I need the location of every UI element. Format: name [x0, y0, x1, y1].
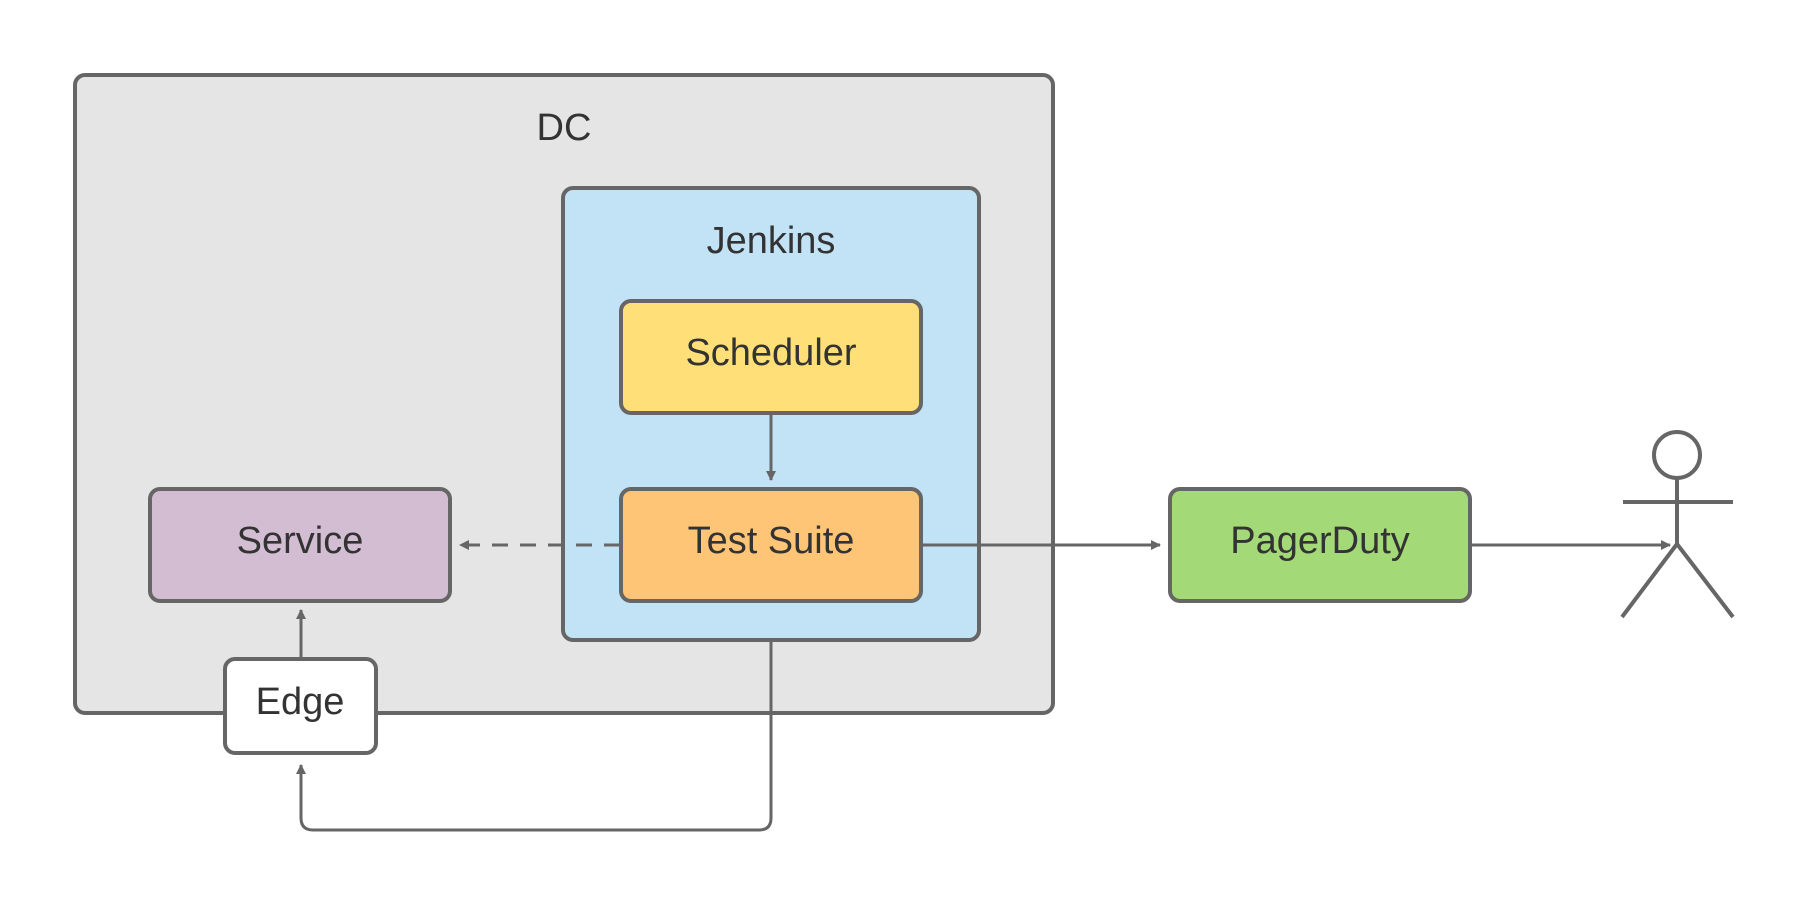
dc-label: DC — [537, 107, 592, 149]
person-left-leg — [1620, 542, 1679, 619]
scheduler-label: Scheduler — [685, 332, 856, 374]
person-right-leg — [1675, 542, 1735, 619]
person-actor-icon — [1620, 430, 1735, 619]
edge-label: Edge — [256, 681, 345, 723]
pagerduty-label: PagerDuty — [1230, 520, 1410, 562]
edge-jenkins-to-edge — [296, 640, 773, 832]
person-head — [1652, 430, 1702, 480]
pagerduty-node — [1168, 487, 1472, 603]
test-suite-label: Test Suite — [688, 520, 855, 562]
edge-node — [223, 657, 378, 755]
service-label: Service — [237, 520, 364, 562]
test-suite-node — [619, 487, 923, 603]
service-node — [148, 487, 452, 603]
jenkins-label: Jenkins — [707, 220, 836, 262]
scheduler-node — [619, 299, 923, 415]
